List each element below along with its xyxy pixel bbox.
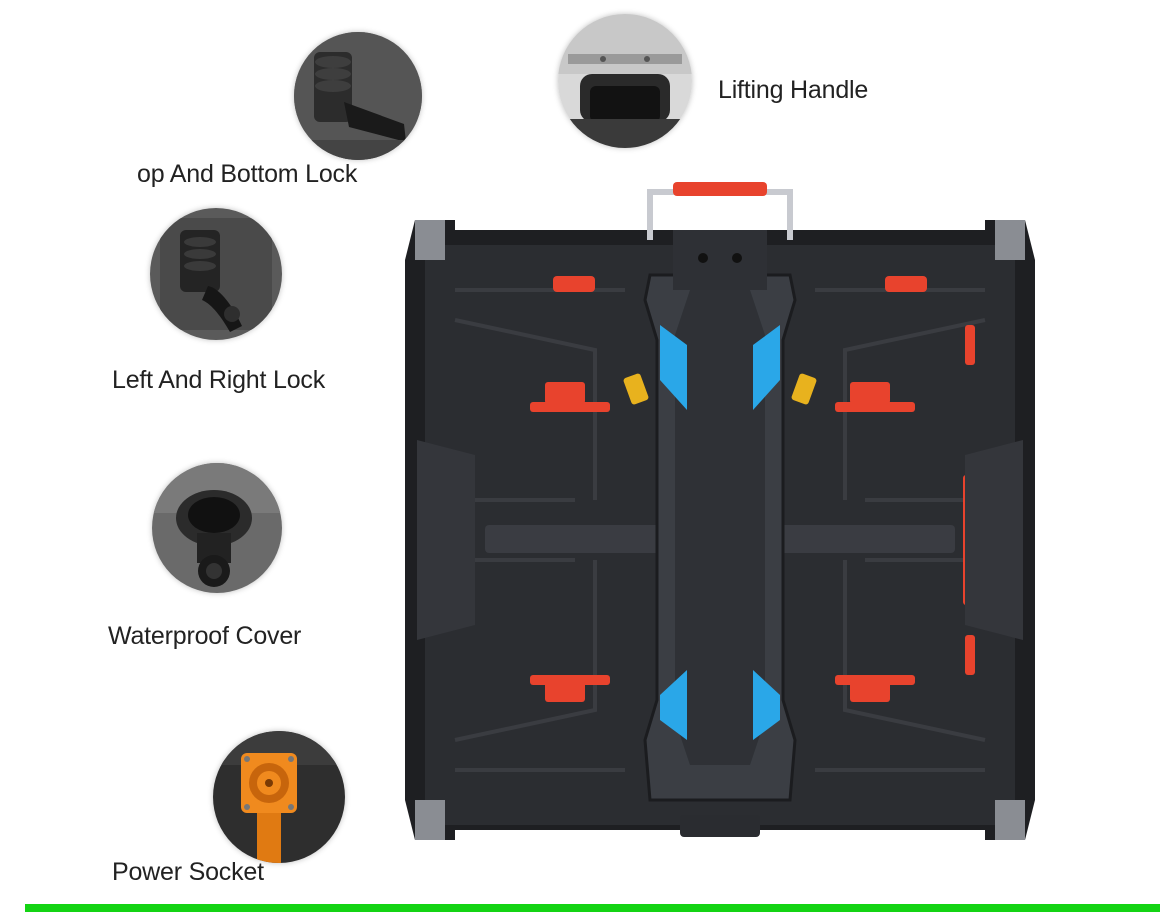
left-right-lock-photo [150,208,282,340]
waterproof-cover-label: Waterproof Cover [108,622,302,650]
lifting-handle-photo [558,14,692,148]
power-socket-label: Power Socket [112,858,264,886]
top-bottom-lock-label: op And Bottom Lock [137,160,358,188]
led-cabinet-rear-view [395,180,1045,875]
power-socket-photo [213,731,345,863]
bottom-green-rule [25,904,1160,912]
waterproof-cover-photo [152,463,282,593]
left-right-lock-label: Left And Right Lock [112,366,326,394]
lifting-handle-label: Lifting Handle [718,76,869,104]
top-bottom-lock-photo [294,32,422,160]
